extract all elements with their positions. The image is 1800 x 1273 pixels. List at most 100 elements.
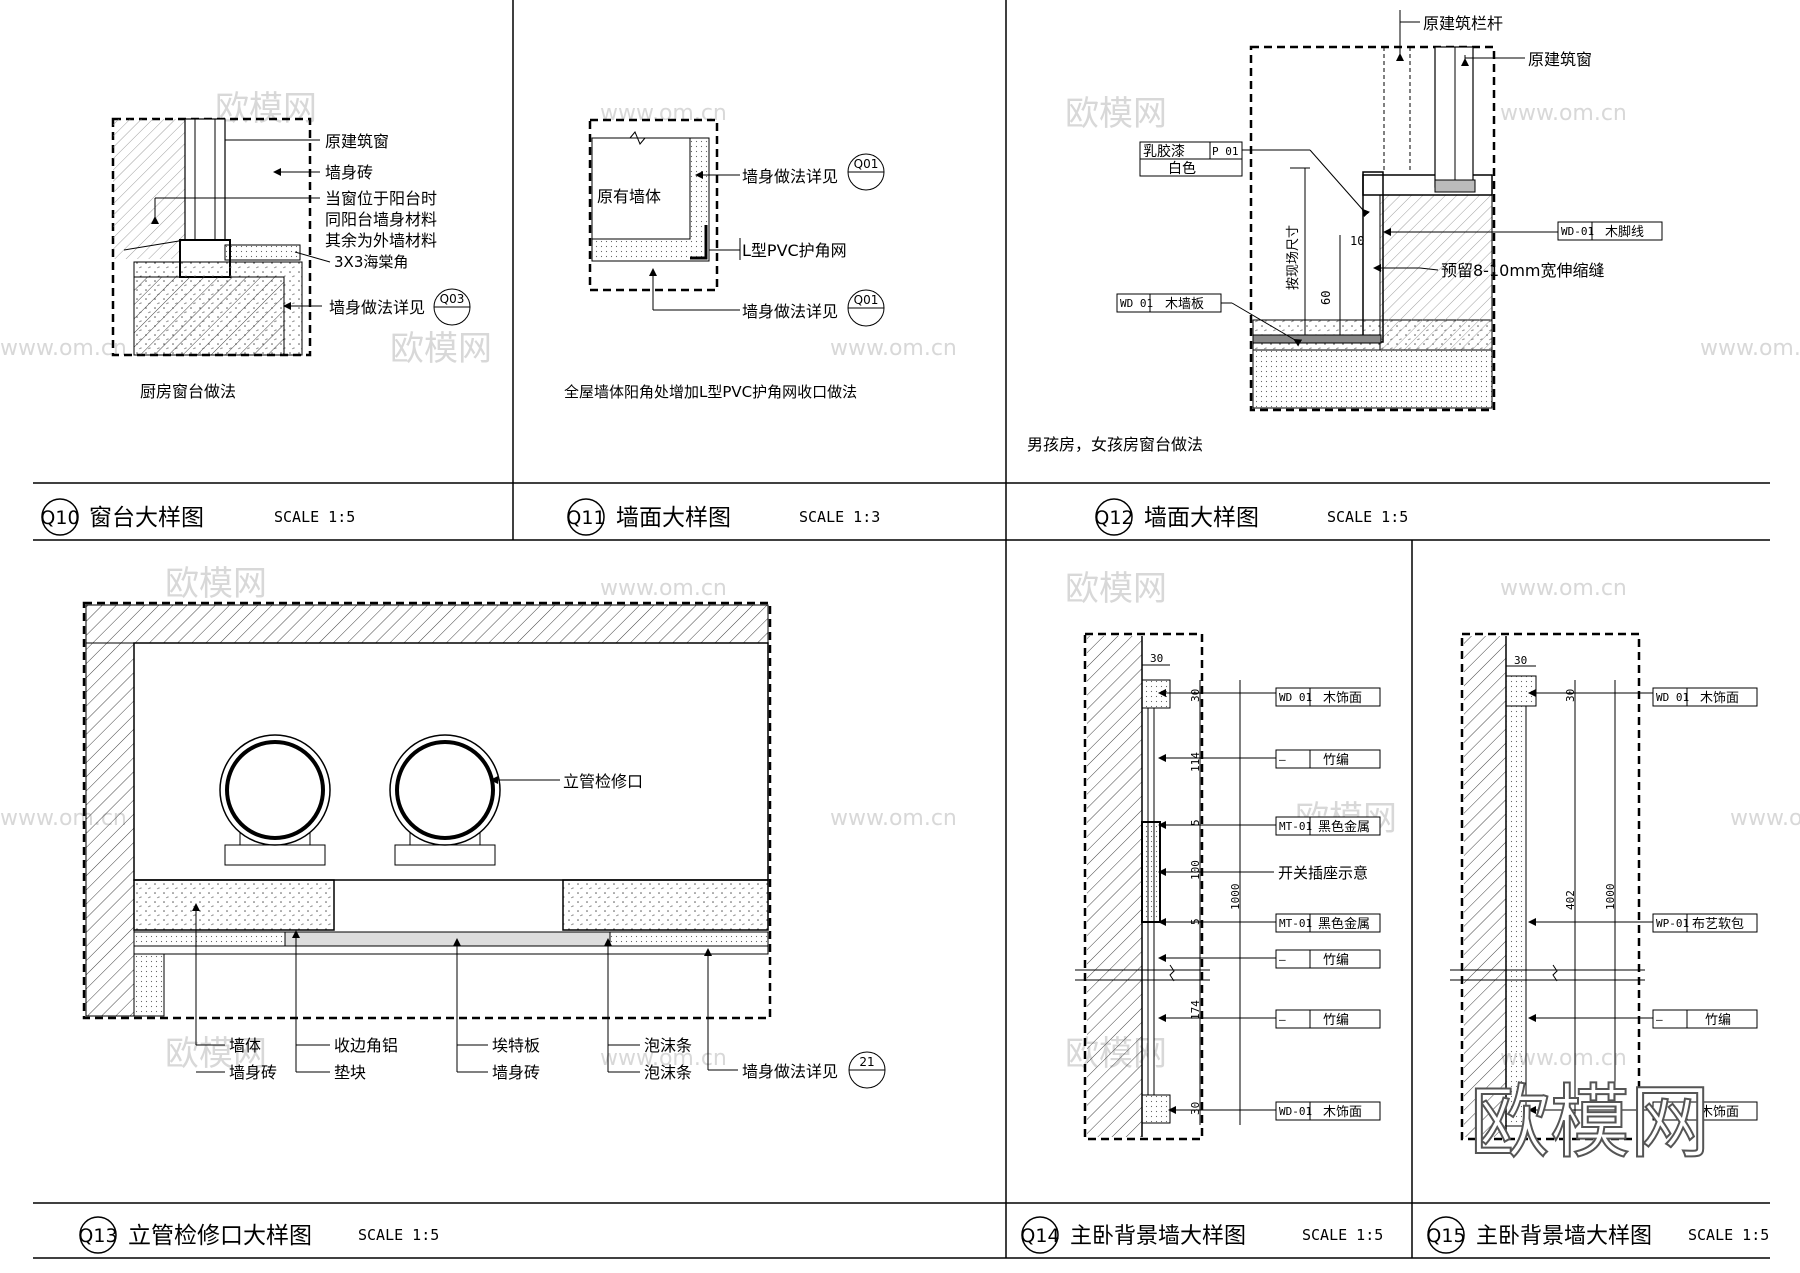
title-Q14: Q14 主卧背景墙大样图 SCALE 1:5 (1020, 1216, 1383, 1254)
svg-text:10: 10 (1350, 234, 1364, 248)
svg-text:21: 21 (859, 1055, 874, 1069)
pipe-right (389, 734, 501, 866)
labels-Q14: WD 01 木饰面 — 竹编 MT-01 黑色金属 开关插座示意 MT-01 黑… (1158, 687, 1381, 1121)
panel-scale: SCALE 1:5 (274, 508, 355, 526)
svg-text:Q11: Q11 (566, 507, 605, 529)
labels-Q12: 原建筑栏杆 原建筑窗 乳胶漆 P 01 白色 WD-01 木脚线 预留8-10m… (1027, 10, 1663, 454)
svg-text:乳胶漆: 乳胶漆 (1143, 143, 1185, 160)
drawing-Q11: 原有墙体 墙身做法详见 Q01 L型PVC护角网 墙身做法详见 Q01 全屋墙体… (564, 118, 885, 401)
svg-text:Q01: Q01 (854, 293, 879, 307)
svg-text:立管检修口: 立管检修口 (563, 772, 643, 791)
svg-text:墙身做法详见: 墙身做法详见 (742, 1062, 838, 1081)
svg-text:P 01: P 01 (1212, 145, 1239, 158)
svg-text:墙身做法详见: 墙身做法详见 (329, 298, 425, 317)
panel-title: 墙面大样图 (1144, 505, 1259, 531)
svg-text:黑色金属: 黑色金属 (1318, 916, 1370, 932)
svg-text:墙体: 墙体 (229, 1036, 261, 1055)
svg-text:30: 30 (1189, 1102, 1202, 1115)
panel-scale: SCALE 1:5 (1327, 508, 1408, 526)
svg-text:白色: 白色 (1168, 160, 1196, 177)
svg-text:WD 01: WD 01 (1120, 297, 1153, 310)
watermark-url: www.om.cn (1700, 336, 1800, 361)
svg-text:泡沫条: 泡沫条 (644, 1036, 692, 1055)
svg-text:Q10: Q10 (40, 507, 79, 529)
svg-text:WD-01: WD-01 (1279, 1105, 1312, 1118)
svg-text:174: 174 (1189, 1000, 1202, 1020)
svg-text:L型PVC护角网: L型PVC护角网 (742, 241, 847, 260)
watermark: 欧模网 (1065, 569, 1167, 609)
svg-text:原有墙体: 原有墙体 (597, 187, 661, 206)
labels-Q10: 原建筑窗 墙身砖 当窗位于阳台时 同阳台墙身材料 其余为外墙材料 3X3海棠角 … (140, 132, 471, 401)
svg-text:按现场尺寸: 按现场尺寸 (1286, 225, 1301, 290)
svg-text:黑色金属: 黑色金属 (1318, 819, 1370, 835)
svg-text:墙身做法详见: 墙身做法详见 (742, 302, 838, 321)
svg-text:同阳台墙身材料: 同阳台墙身材料 (325, 210, 437, 229)
watermark-stamp: 欧模网 (1470, 1076, 1710, 1169)
title-Q12: Q12 墙面大样图 SCALE 1:5 (1094, 498, 1408, 536)
svg-text:30: 30 (1514, 654, 1527, 667)
watermark: 欧模网 (1065, 94, 1167, 134)
svg-text:WD 01: WD 01 (1279, 691, 1312, 704)
title-Q15: Q15 主卧背景墙大样图 SCALE 1:5 (1426, 1216, 1769, 1254)
panel-caption: 男孩房，女孩房窗台做法 (1027, 435, 1203, 454)
svg-text:墙身砖: 墙身砖 (325, 163, 373, 182)
panel-scale: SCALE 1:3 (799, 508, 880, 526)
svg-text:30: 30 (1150, 652, 1163, 665)
svg-text:预留8-10mm宽伸缩缝: 预留8-10mm宽伸缩缝 (1441, 261, 1605, 280)
svg-text:1000: 1000 (1604, 884, 1617, 911)
panel-title: 立管检修口大样图 (128, 1223, 312, 1249)
sheet-grid (33, 0, 1770, 1259)
svg-text:1000: 1000 (1229, 884, 1242, 911)
svg-text:木饰面: 木饰面 (1323, 1105, 1362, 1120)
drawing-Q13 (82, 601, 772, 1020)
svg-text:114: 114 (1189, 752, 1202, 772)
pipe-left (219, 734, 331, 866)
svg-text:木墙板: 木墙板 (1165, 297, 1204, 312)
svg-text:墙身砖: 墙身砖 (229, 1063, 277, 1082)
svg-text:布艺软包: 布艺软包 (1692, 917, 1744, 932)
panel-caption: 厨房窗台做法 (140, 382, 236, 401)
title-Q11: Q11 墙面大样图 SCALE 1:3 (566, 498, 880, 536)
watermark-url: www.om.cn (0, 336, 127, 361)
svg-text:竹编: 竹编 (1323, 753, 1349, 768)
svg-text:5: 5 (1189, 819, 1202, 826)
svg-text:3X3海棠角: 3X3海棠角 (334, 253, 408, 271)
svg-text:100: 100 (1189, 860, 1202, 880)
svg-text:—: — (1279, 1013, 1286, 1026)
svg-text:WD-01: WD-01 (1561, 225, 1594, 238)
svg-text:原建筑栏杆: 原建筑栏杆 (1423, 14, 1503, 33)
svg-text:MT-01: MT-01 (1279, 917, 1312, 930)
watermark-url: www.om.cn (600, 576, 727, 601)
title-Q10: Q10 窗台大样图 SCALE 1:5 (40, 498, 355, 536)
watermark: 欧模网 (165, 564, 267, 604)
svg-text:泡沫条: 泡沫条 (644, 1063, 692, 1082)
svg-text:原建筑窗: 原建筑窗 (1528, 50, 1592, 69)
svg-text:30: 30 (1189, 689, 1202, 702)
labels-Q15: WD 01 木饰面 WP-01 布艺软包 — 竹编 木饰面 (1528, 687, 1758, 1121)
svg-text:402: 402 (1564, 890, 1577, 910)
svg-text:其余为外墙材料: 其余为外墙材料 (325, 231, 437, 250)
svg-text:收边角铝: 收边角铝 (334, 1036, 398, 1055)
watermark-url: www.om.cn (1500, 101, 1627, 126)
watermark-url: www.om.cn (830, 806, 957, 831)
svg-text:WD 01: WD 01 (1656, 691, 1689, 704)
svg-text:开关插座示意: 开关插座示意 (1278, 864, 1368, 882)
svg-text:60: 60 (1319, 291, 1333, 305)
svg-text:墙身砖: 墙身砖 (492, 1063, 540, 1082)
watermark-url: www.om.cn (600, 101, 727, 126)
watermark-url: www.om.cn (830, 336, 957, 361)
svg-text:Q13: Q13 (78, 1225, 117, 1247)
svg-text:WP-01: WP-01 (1656, 917, 1689, 930)
drawing-Q15: 30 30 402 1000 (1450, 632, 1645, 1141)
svg-text:—: — (1279, 953, 1286, 966)
svg-text:竹编: 竹编 (1705, 1013, 1731, 1028)
svg-text:Q12: Q12 (1094, 507, 1133, 529)
labels-Q13: 立管检修口 墙体 墙身砖 收边角铝 垫块 埃特板 墙身砖 泡沫条 泡沫条 墙身做… (192, 772, 886, 1089)
panel-title: 主卧背景墙大样图 (1070, 1224, 1246, 1249)
panel-caption: 全屋墙体阳角处增加L型PVC护角网收口做法 (564, 383, 857, 401)
watermark-url: www.om.cn (600, 1046, 727, 1071)
svg-text:木脚线: 木脚线 (1605, 224, 1644, 240)
panel-title: 主卧背景墙大样图 (1476, 1224, 1652, 1249)
watermark: 欧模网 (215, 89, 317, 129)
